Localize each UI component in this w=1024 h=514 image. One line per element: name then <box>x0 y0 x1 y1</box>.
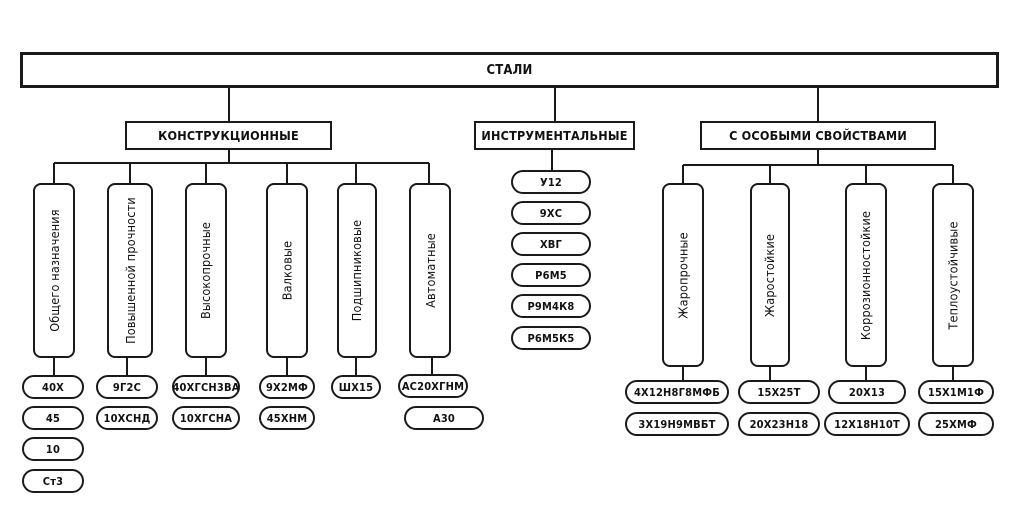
type-label: Подшипниковые <box>349 219 365 322</box>
grade-label: 20Х23Н18 <box>749 417 809 431</box>
category-structural-label: КОНСТРУКЦИОННЫЕ <box>158 128 299 143</box>
type-label: Жаростойкие <box>762 233 778 317</box>
category-tool-label: ИНСТРУМЕНТАЛЬНЫЕ <box>481 128 628 143</box>
type-bearing: Подшипниковые <box>337 183 377 358</box>
type-general-purpose: Общего назначения <box>33 183 75 358</box>
type-label: Автоматные <box>422 233 438 308</box>
grade-pill: 15Х25Т <box>738 380 820 404</box>
category-structural: КОНСТРУКЦИОННЫЕ <box>125 121 332 150</box>
grade-pill: А30 <box>404 406 484 430</box>
grade-label: 15Х25Т <box>757 385 801 399</box>
type-label: Коррозионностойкие <box>858 210 874 340</box>
type-label: Теплоустойчивые <box>945 220 961 330</box>
grade-label: 10ХСНД <box>103 411 151 425</box>
grade-pill: 20Х23Н18 <box>738 412 820 436</box>
grade-label: 20Х13 <box>848 385 886 399</box>
grade-label: 40ХГСН3ВА <box>172 380 240 394</box>
grade-label: Р9М4К8 <box>527 299 575 313</box>
type-corrosion-resistant: Коррозионностойкие <box>845 183 887 367</box>
grade-pill: 10 <box>22 437 84 461</box>
grade-pill: ХВГ <box>511 232 591 256</box>
grade-label: 25ХМФ <box>934 417 978 431</box>
grade-pill: 12Х18Н10Т <box>824 412 910 436</box>
grade-pill: 45 <box>22 406 84 430</box>
type-heat-resistant: Жаропрочные <box>662 183 704 367</box>
type-scale-resistant: Жаростойкие <box>750 183 790 367</box>
grade-pill: 10ХГСНА <box>172 406 240 430</box>
grade-pill: 9Х2МФ <box>259 375 315 399</box>
type-free-cutting: Автоматные <box>409 183 451 358</box>
grade-pill: Ст3 <box>22 469 84 493</box>
grade-pill: 15Х1М1Ф <box>918 380 994 404</box>
type-ultra-high-strength: Высокопрочные <box>185 183 227 358</box>
grade-pill: 3Х19Н9МВБТ <box>625 412 729 436</box>
grade-pill: 4Х12Н8Г8МФБ <box>625 380 729 404</box>
type-label: Общего назначения <box>46 209 62 332</box>
category-special-properties: С ОСОБЫМИ СВОЙСТВАМИ <box>700 121 936 150</box>
type-label: Валковые <box>279 240 295 301</box>
type-label: Высокопрочные <box>198 221 214 320</box>
type-label: Жаропрочные <box>675 231 691 319</box>
type-creep-resistant: Теплоустойчивые <box>932 183 974 367</box>
grade-label: Ст3 <box>42 474 64 488</box>
grade-pill: АС20ХГНМ <box>398 374 468 398</box>
grade-pill: 9Г2С <box>96 375 158 399</box>
grade-label: 12Х18Н10Т <box>834 417 900 431</box>
grade-pill: Р9М4К8 <box>511 294 591 318</box>
grade-label: А30 <box>432 411 456 425</box>
grade-label: 15Х1М1Ф <box>927 385 985 399</box>
grade-label: 3Х19Н9МВБТ <box>638 417 716 431</box>
grade-label: 45ХНМ <box>266 411 308 425</box>
grade-pill: 9ХС <box>511 201 591 225</box>
grade-label: У12 <box>539 175 562 189</box>
grade-label: 9Г2С <box>112 380 142 394</box>
grade-label: 10 <box>45 442 61 456</box>
grade-label: 9ХС <box>539 206 563 220</box>
grade-pill: ШХ15 <box>331 375 381 399</box>
type-high-strength: Повышенной прочности <box>107 183 153 358</box>
grade-pill: 25ХМФ <box>918 412 994 436</box>
grade-label: 45 <box>45 411 61 425</box>
grade-label: 4Х12Н8Г8МФБ <box>633 385 721 399</box>
grade-pill: 20Х13 <box>828 380 906 404</box>
type-label: Повышенной прочности <box>122 197 138 344</box>
grade-pill: Р6М5 <box>511 263 591 287</box>
grade-label: АС20ХГНМ <box>401 379 465 393</box>
category-special-label: С ОСОБЫМИ СВОЙСТВАМИ <box>729 128 907 143</box>
grade-label: ХВГ <box>539 237 563 251</box>
root-box-steels: СТАЛИ <box>20 52 999 88</box>
grade-label: 10ХГСНА <box>179 411 233 425</box>
grade-label: 9Х2МФ <box>265 380 309 394</box>
grade-pill: У12 <box>511 170 591 194</box>
type-roll: Валковые <box>266 183 308 358</box>
grade-label: Р6М5К5 <box>527 331 575 345</box>
grade-label: Р6М5 <box>535 268 567 282</box>
grade-label: 40Х <box>41 380 64 394</box>
grade-pill: 10ХСНД <box>96 406 158 430</box>
root-label: СТАЛИ <box>486 62 533 78</box>
grade-pill: 45ХНМ <box>259 406 315 430</box>
category-tool: ИНСТРУМЕНТАЛЬНЫЕ <box>474 121 635 150</box>
grade-pill: Р6М5К5 <box>511 326 591 350</box>
grade-label: ШХ15 <box>338 380 374 394</box>
grade-pill: 40Х <box>22 375 84 399</box>
grade-pill: 40ХГСН3ВА <box>172 375 240 399</box>
